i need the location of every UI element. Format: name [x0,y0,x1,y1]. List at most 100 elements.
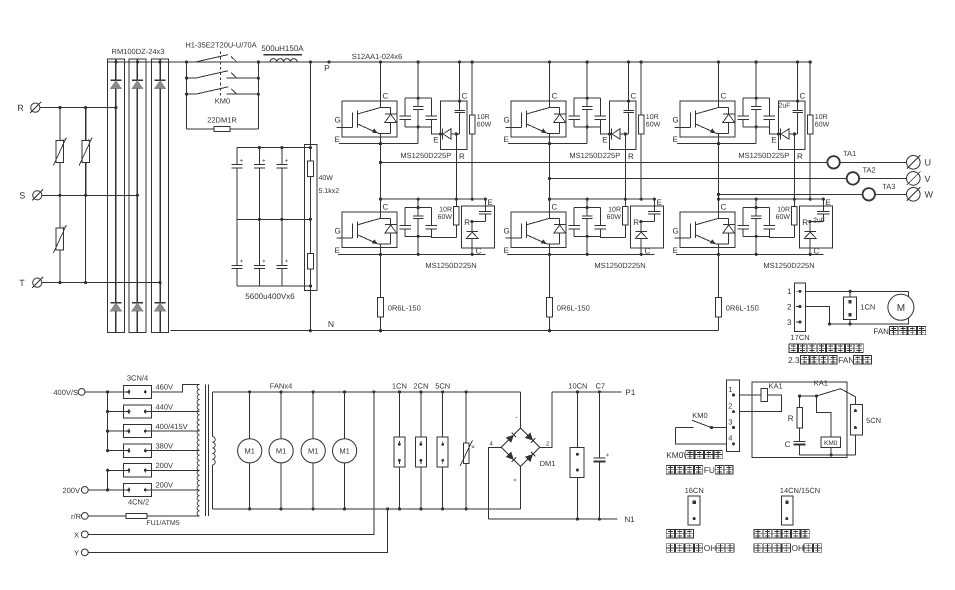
svg-text:10R: 10R [608,206,621,213]
svg-text:E: E [826,198,831,207]
svg-text:u: u [62,137,65,143]
svg-text:2: 2 [546,440,550,447]
svg-text:2uF: 2uF [778,103,790,110]
svg-text:M1: M1 [276,447,286,456]
svg-text:200V: 200V [156,481,174,490]
svg-text:KA1: KA1 [769,381,783,390]
svg-text:KM0: KM0 [215,97,230,106]
svg-text:400/415V: 400/415V [156,422,188,431]
svg-text:60W: 60W [438,214,453,221]
svg-text:MS1250D225P: MS1250D225P [738,151,789,160]
svg-text:R: R [628,152,634,161]
svg-text:u: u [62,225,65,231]
svg-text:10R: 10R [777,206,790,213]
svg-text:G: G [504,226,510,235]
svg-text:TA3: TA3 [882,182,895,191]
svg-text:60W: 60W [776,214,791,221]
svg-text:+: + [262,158,266,164]
svg-text:460V: 460V [156,383,174,392]
svg-text:M: M [897,303,905,314]
svg-text:60W: 60W [815,122,830,129]
svg-text:E: E [488,198,493,207]
svg-text:10CN: 10CN [568,382,587,391]
svg-text:R: R [797,152,803,161]
svg-text:TA2: TA2 [863,165,876,174]
svg-text:E: E [673,135,678,144]
svg-text:R: R [459,152,465,161]
svg-text:200V: 200V [156,461,174,470]
svg-text:R: R [464,218,470,227]
svg-text:C: C [645,246,651,255]
svg-text:C: C [383,202,389,211]
svg-text:+: + [240,259,244,265]
svg-text:10R: 10R [815,114,828,121]
svg-text:60W: 60W [646,122,661,129]
svg-text:E: E [504,246,509,255]
svg-text:1: 1 [728,385,732,394]
svg-text:r/R: r/R [71,512,82,521]
svg-text:500uH150A: 500uH150A [261,44,304,53]
svg-text:M1: M1 [339,447,349,456]
svg-text:+: + [513,478,517,484]
svg-text:1CN: 1CN [860,303,875,312]
svg-text:FU: FU [704,465,715,475]
svg-text:3CN/4: 3CN/4 [127,373,148,382]
svg-text:-: - [515,415,518,422]
svg-text:2CN: 2CN [413,381,428,390]
svg-text:G: G [335,116,341,125]
svg-text:C: C [814,246,820,255]
svg-text:440V: 440V [156,402,174,411]
svg-text:MS1250D225N: MS1250D225N [425,261,476,270]
svg-text:C7: C7 [596,382,606,391]
svg-text:400V/S: 400V/S [53,388,78,397]
svg-text:M1: M1 [244,447,254,456]
svg-text:E: E [771,136,776,145]
svg-text:U: U [925,158,932,168]
svg-text:V: V [925,174,931,184]
svg-text:5600u400Vx6: 5600u400Vx6 [245,292,295,301]
svg-text:2uF: 2uF [813,218,825,225]
svg-text:X: X [74,530,79,539]
svg-text:FU1/ATM5: FU1/ATM5 [146,519,179,527]
svg-text:16CN: 16CN [685,486,704,495]
svg-text:10R: 10R [439,206,452,213]
svg-text:1: 1 [787,287,792,296]
svg-text:H1-35E2T20U-U/70A: H1-35E2T20U-U/70A [185,41,256,50]
svg-text:E: E [673,246,678,255]
svg-text:S12AA1-024x6: S12AA1-024x6 [352,52,402,61]
svg-text:P1: P1 [626,388,636,397]
svg-text:OH: OH [792,543,805,553]
svg-text:C: C [721,202,727,211]
svg-text:200V: 200V [62,486,80,495]
svg-text:14CN/15CN: 14CN/15CN [780,486,820,495]
svg-text:G: G [335,226,341,235]
svg-text:10R: 10R [646,114,659,121]
svg-text:3: 3 [787,318,792,327]
svg-text:T: T [19,278,25,288]
svg-text:W: W [925,190,934,200]
svg-text:G: G [504,116,510,125]
svg-text:C: C [631,92,637,101]
svg-text:RM100DZ-24x3: RM100DZ-24x3 [112,47,165,56]
svg-text:10R: 10R [477,114,490,121]
svg-text:60W: 60W [477,122,492,129]
svg-text:Y: Y [74,548,79,557]
svg-text:M1: M1 [308,447,318,456]
svg-text:4: 4 [728,434,732,443]
svg-text:R: R [788,414,794,423]
svg-text:5.1kx2: 5.1kx2 [319,187,340,195]
svg-text:G: G [673,226,679,235]
svg-text:22DM1R: 22DM1R [207,116,237,125]
svg-text:FAN: FAN [838,355,854,365]
svg-text:3: 3 [728,417,732,426]
svg-text:+: + [285,158,289,164]
svg-text:E: E [657,198,662,207]
svg-text:E: E [433,136,438,145]
svg-text:R: R [633,218,639,227]
svg-text:+: + [262,259,266,265]
svg-text:+: + [285,259,289,265]
svg-text:KM0\: KM0\ [666,450,686,460]
svg-text:FANx4: FANx4 [270,381,293,390]
svg-text:C: C [383,92,389,101]
svg-text:u: u [88,137,91,143]
